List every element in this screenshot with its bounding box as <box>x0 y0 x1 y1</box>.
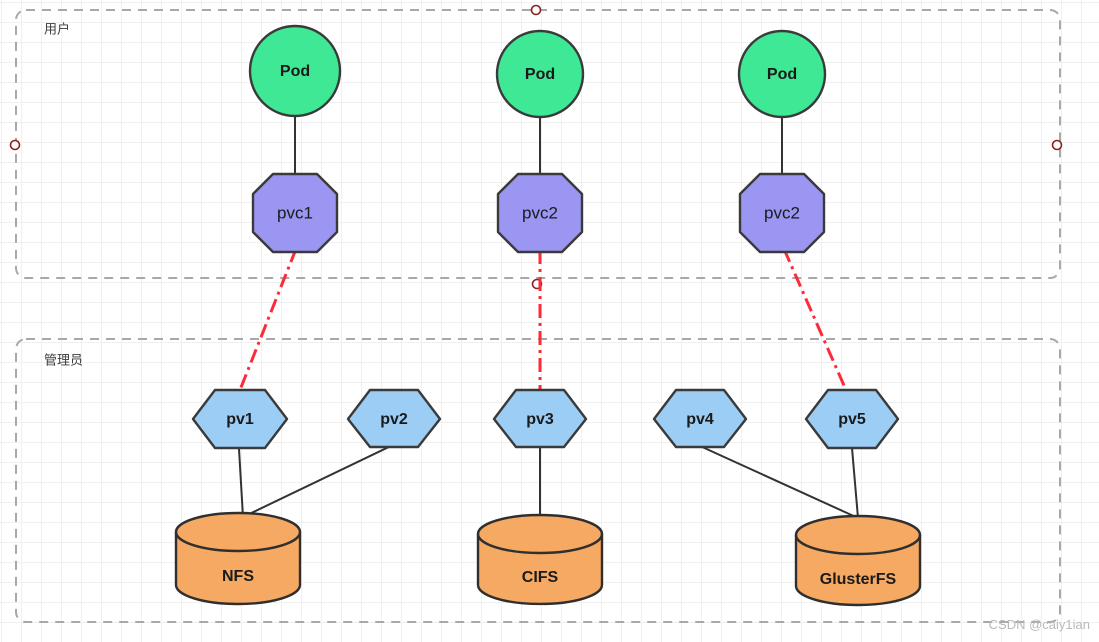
node-label-pvc-1: pvc1 <box>277 203 313 222</box>
node-label-storage-cifs: CIFS <box>522 569 559 586</box>
node-pod-3[interactable]: Pod <box>737 29 827 119</box>
edge-pv5-glusterfs <box>851 447 859 519</box>
node-label-pvc-2: pvc2 <box>522 203 558 222</box>
node-pod-2[interactable]: Pod <box>495 29 585 119</box>
node-pv-3[interactable]: pv3 <box>492 388 588 449</box>
node-storage-glusterfs[interactable]: GlusterFS <box>794 514 922 607</box>
selection-handle-left[interactable] <box>9 139 21 151</box>
node-label-pv-4: pv4 <box>686 411 714 428</box>
node-label-pv-2: pv2 <box>380 411 408 428</box>
node-label-pod-2: Pod <box>525 66 555 83</box>
node-pod-1[interactable]: Pod <box>248 24 342 118</box>
node-label-pv-5: pv5 <box>838 411 866 428</box>
edge-pv2-nfs <box>242 443 396 518</box>
node-label-storage-glusterfs: GlusterFS <box>820 571 897 588</box>
node-pv-4[interactable]: pv4 <box>652 388 748 449</box>
edge-pv1-nfs <box>238 448 244 518</box>
node-label-pv-1: pv1 <box>226 411 254 428</box>
edge-bound-pvc3-pv5 <box>782 248 848 391</box>
node-label-pod-1: Pod <box>280 63 310 80</box>
watermark-text: CSDN @caiy1ian <box>989 617 1090 632</box>
node-storage-cifs[interactable]: CIFS <box>476 513 604 606</box>
node-pvc-2[interactable]: pvc2 <box>496 172 584 254</box>
node-pvc-3[interactable]: pvc2 <box>738 172 826 254</box>
selection-handle-right[interactable] <box>1051 139 1063 151</box>
node-label-pv-3: pv3 <box>526 411 554 428</box>
node-storage-nfs[interactable]: NFS <box>174 511 302 606</box>
group-title-admin: 管理员 <box>44 354 83 369</box>
node-pv-5[interactable]: pv5 <box>804 388 900 450</box>
edge-pv4-glusterfs <box>699 445 859 519</box>
node-label-pvc-3: pvc2 <box>764 203 800 222</box>
group-box-admin[interactable] <box>15 338 1061 623</box>
node-pv-1[interactable]: pv1 <box>191 388 289 450</box>
edge-bound-pvc1-pv1 <box>238 248 298 391</box>
selection-handle-top[interactable] <box>530 4 542 16</box>
node-label-storage-nfs: NFS <box>222 568 254 585</box>
node-pvc-1[interactable]: pvc1 <box>251 172 339 254</box>
group-title-user: 用户 <box>44 22 70 38</box>
node-label-pod-3: Pod <box>767 66 797 83</box>
node-pv-2[interactable]: pv2 <box>346 388 442 449</box>
